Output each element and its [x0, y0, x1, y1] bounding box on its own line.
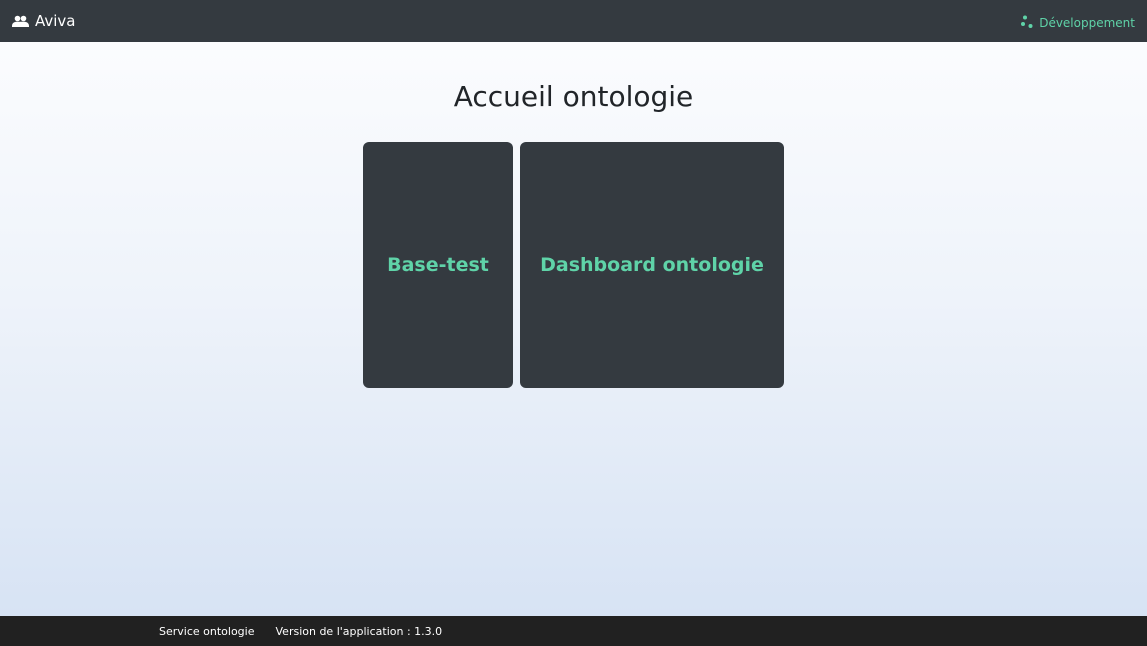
main-content: Accueil ontologie Base-test Dashboard on… — [0, 42, 1147, 616]
page-title: Accueil ontologie — [453, 80, 694, 113]
top-navbar: Aviva Développement — [0, 0, 1147, 42]
app-name: Aviva — [35, 12, 76, 30]
users-icon — [12, 14, 29, 28]
tile-label: Dashboard ontologie — [540, 254, 764, 276]
tile-dashboard-ontologie[interactable]: Dashboard ontologie — [520, 142, 784, 388]
environment-label: Développement — [1039, 15, 1135, 30]
footer-service-name: Service ontologie — [159, 624, 255, 638]
environment-indicator[interactable]: Développement — [1021, 13, 1135, 30]
tile-base-test[interactable]: Base-test — [363, 142, 513, 388]
footer: Service ontologie Version de l'applicati… — [0, 616, 1147, 646]
app-brand-link[interactable]: Aviva — [12, 12, 76, 30]
tile-label: Base-test — [387, 254, 489, 276]
dots-icon — [1021, 14, 1033, 28]
footer-version: Version de l'application : 1.3.0 — [275, 624, 443, 638]
